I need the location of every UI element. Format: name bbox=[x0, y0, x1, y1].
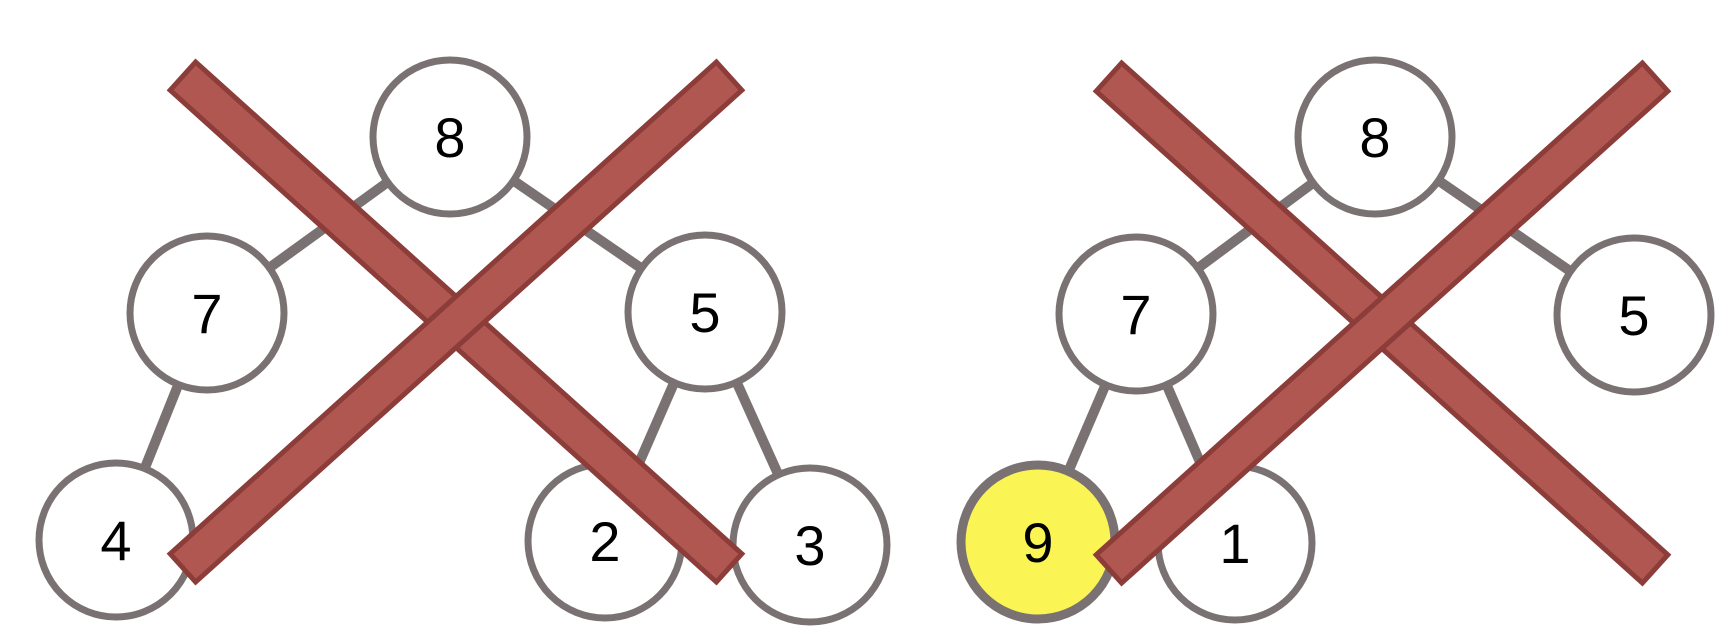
node-label: 5 bbox=[689, 281, 720, 344]
node-circle bbox=[369, 56, 531, 218]
cross-beam bbox=[1092, 59, 1672, 587]
tree-node-5[interactable]: 5 bbox=[624, 231, 786, 393]
tree-node-3[interactable]: 3 bbox=[729, 464, 891, 626]
node-label: 1 bbox=[1219, 512, 1250, 575]
node-label: 7 bbox=[191, 282, 222, 345]
node-label: 3 bbox=[794, 514, 825, 577]
node-label: 5 bbox=[1618, 284, 1649, 347]
tree-node-4[interactable]: 4 bbox=[35, 459, 197, 621]
tree-node-7[interactable]: 7 bbox=[1055, 233, 1217, 395]
binary-tree-left: 8 7 5 4 2 3 bbox=[35, 56, 891, 626]
node-circle bbox=[1553, 234, 1715, 396]
node-label: 4 bbox=[100, 509, 131, 572]
tree-node-5[interactable]: 5 bbox=[1553, 234, 1715, 396]
tree-node-9[interactable]: 9 bbox=[956, 460, 1120, 624]
tree-node-8[interactable]: 8 bbox=[1294, 56, 1456, 218]
node-circle bbox=[1055, 233, 1217, 395]
node-label: 9 bbox=[1022, 511, 1053, 574]
cross-beam bbox=[166, 58, 746, 586]
node-circle bbox=[126, 232, 288, 394]
binary-tree-right: 8 7 5 9 1 bbox=[956, 56, 1715, 624]
cross-out-icon bbox=[1092, 59, 1672, 587]
node-circle bbox=[624, 231, 786, 393]
tree-node-7[interactable]: 7 bbox=[126, 232, 288, 394]
cross-out-icon bbox=[166, 58, 746, 586]
node-label: 7 bbox=[1120, 283, 1151, 346]
node-label: 2 bbox=[589, 510, 620, 573]
tree-node-8[interactable]: 8 bbox=[369, 56, 531, 218]
node-label: 8 bbox=[434, 106, 465, 169]
node-label: 8 bbox=[1359, 106, 1390, 169]
node-circle bbox=[1294, 56, 1456, 218]
